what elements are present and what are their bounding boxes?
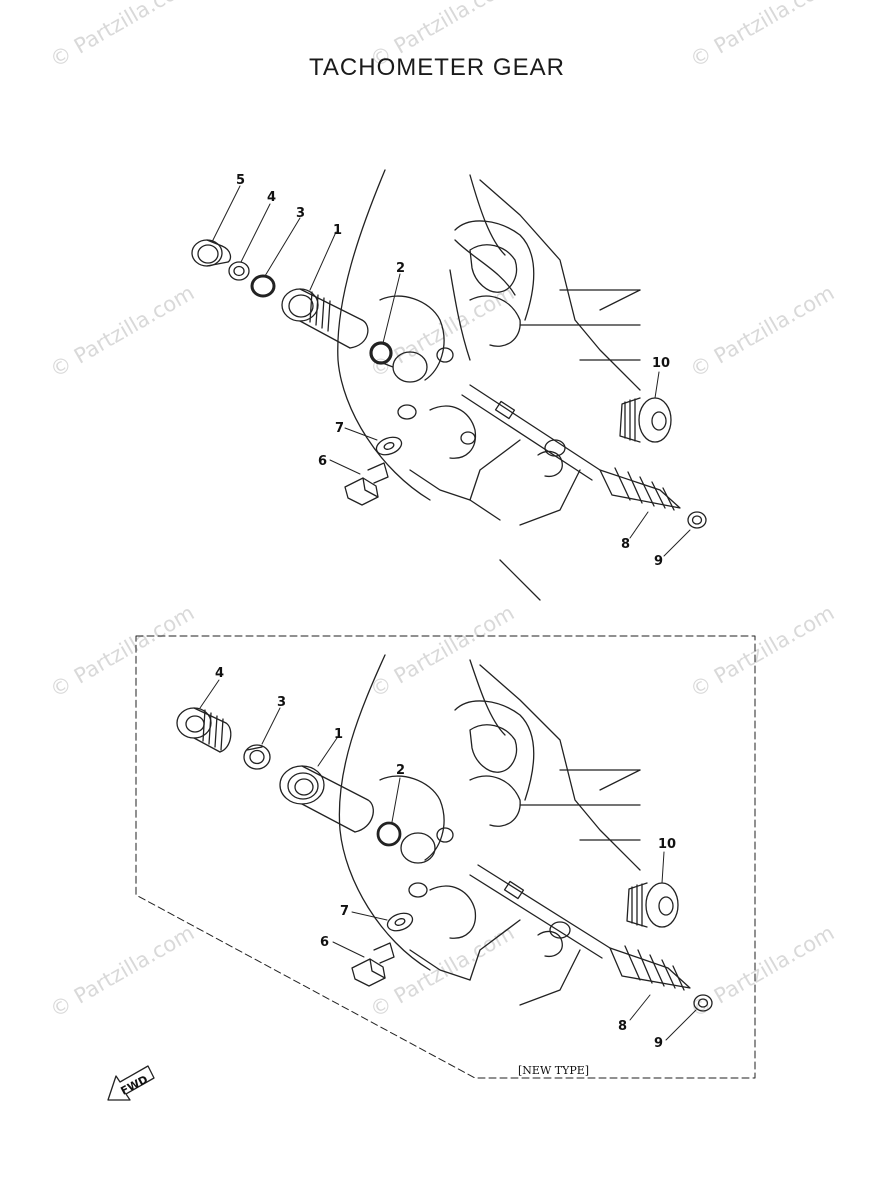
variant-boundary (135, 635, 756, 1079)
upper-callout-2: 2 (396, 261, 405, 276)
upper-part-7-washer (375, 404, 417, 456)
page-title: TACHOMETER GEAR (309, 54, 565, 81)
lower-callout-7: 7 (340, 904, 349, 919)
upper-leader-lines (211, 185, 691, 557)
lower-callout-2: 2 (396, 763, 405, 778)
lower-leader-lines (199, 679, 697, 1041)
upper-callout-8: 8 (621, 537, 630, 552)
upper-part-2-oring (369, 341, 393, 365)
lower-callout-3: 3 (277, 695, 286, 710)
upper-part-8-shaft-gear (461, 384, 681, 511)
upper-part-5-cap (191, 239, 232, 267)
lower-callout-1: 1 (334, 727, 343, 742)
lower-part-7-washer (386, 882, 428, 932)
lower-part-4-threaded-bushing (176, 707, 232, 753)
lower-callout-9: 9 (654, 1036, 663, 1051)
upper-callout-6: 6 (318, 454, 327, 469)
lower-callout-6: 6 (320, 935, 329, 950)
lower-part-8-shaft-gear (469, 864, 691, 991)
upper-callout-3: 3 (296, 206, 305, 221)
forward-arrow-icon (107, 1065, 155, 1101)
upper-part-10-gear (619, 397, 672, 443)
upper-callout-4: 4 (267, 190, 276, 205)
upper-callout-9: 9 (654, 554, 663, 569)
upper-crankcase (337, 169, 641, 601)
lower-part-9-washer (693, 994, 713, 1012)
variant-label: [NEW TYPE] (518, 1064, 589, 1077)
upper-part-9-washer (687, 511, 707, 529)
lower-callout-4: 4 (215, 666, 224, 681)
upper-part-1-bushing (281, 288, 369, 349)
lower-part-3-seal (243, 744, 271, 770)
upper-callout-5: 5 (236, 173, 245, 188)
upper-part-4-washer (228, 261, 250, 281)
lower-part-6-bolt (351, 942, 395, 987)
lower-crankcase (338, 654, 641, 1006)
upper-housing-bore (379, 351, 428, 383)
upper-part-6-bolt (344, 462, 389, 506)
upper-callout-10: 10 (652, 356, 670, 371)
lower-callout-10: 10 (658, 837, 676, 852)
lower-part-2-oring (376, 821, 402, 847)
upper-callout-7: 7 (335, 421, 344, 436)
lower-callout-8: 8 (618, 1019, 627, 1034)
lower-part-1-bushing (279, 765, 374, 833)
upper-callout-1: 1 (333, 223, 342, 238)
lower-part-10-gear (626, 882, 679, 928)
upper-part-3-oring (250, 274, 276, 298)
lower-housing-bore (400, 832, 436, 864)
forward-label: FWD (119, 1073, 151, 1098)
